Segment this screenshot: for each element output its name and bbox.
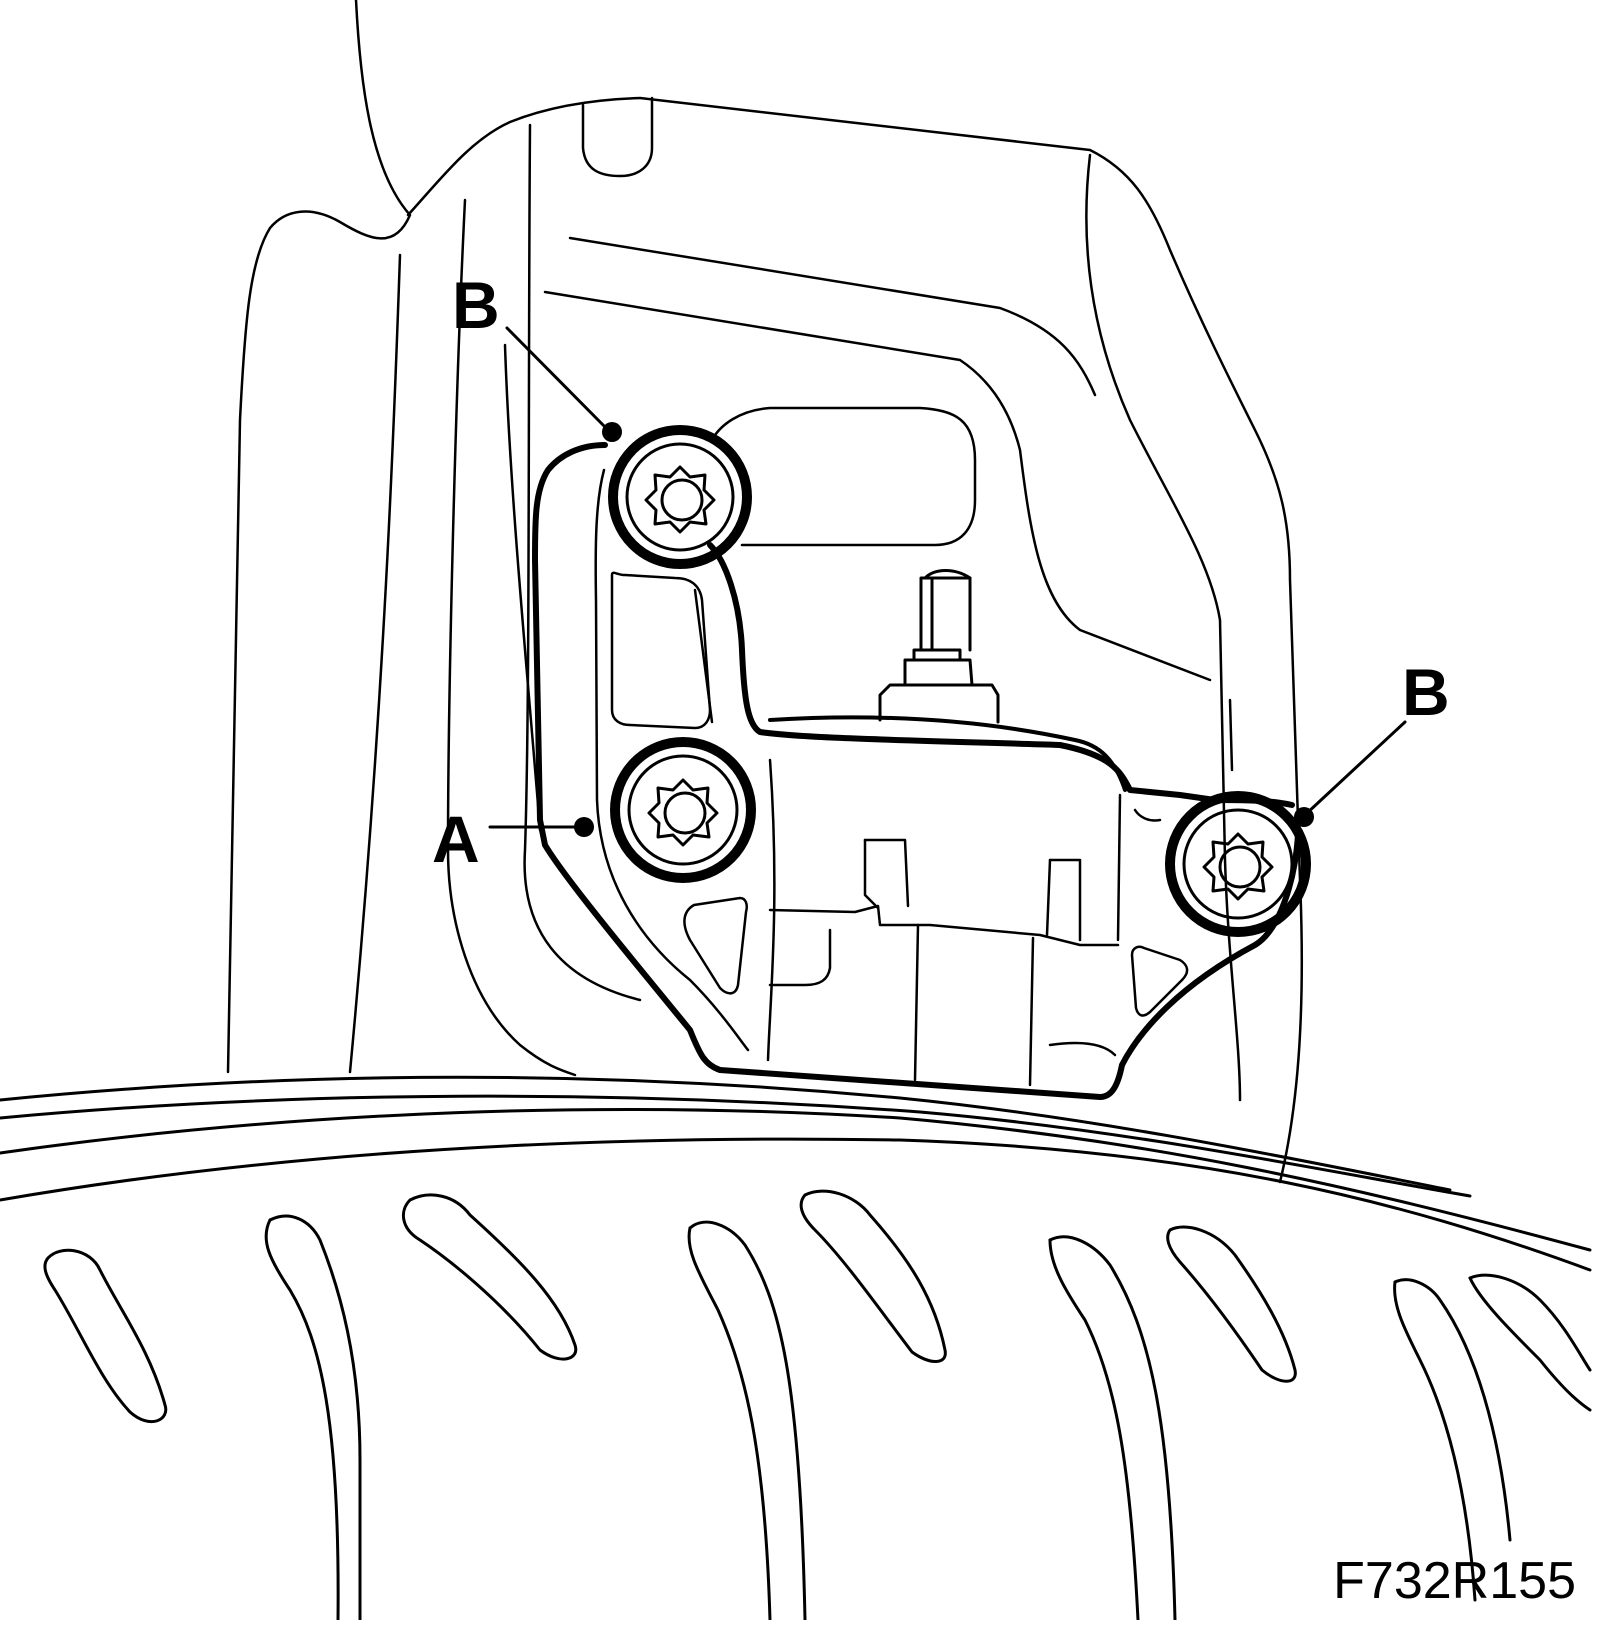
motor-spindle — [878, 569, 1000, 724]
bolt-top-left — [608, 425, 752, 569]
bolt-right — [1165, 791, 1311, 937]
callout-label-b-right: B — [1402, 655, 1450, 729]
callout-dots — [574, 422, 1314, 837]
callout-leaders — [488, 326, 1407, 829]
callout-label-a: A — [432, 802, 480, 876]
wiper-motor-bracket — [532, 442, 1301, 1100]
callout-dot-b-left — [602, 422, 622, 442]
callout-dot-b-right — [1294, 807, 1314, 827]
callout-label-b-left: B — [452, 268, 500, 342]
leader-line-b-left — [505, 326, 612, 434]
tyre — [0, 1075, 1592, 1622]
background-panels — [226, 0, 1304, 1184]
bolt-lower-left — [610, 737, 756, 883]
figure-code: F732R155 — [1333, 1552, 1576, 1610]
leader-line-b-right — [1304, 720, 1407, 816]
callout-dot-a — [574, 817, 594, 837]
